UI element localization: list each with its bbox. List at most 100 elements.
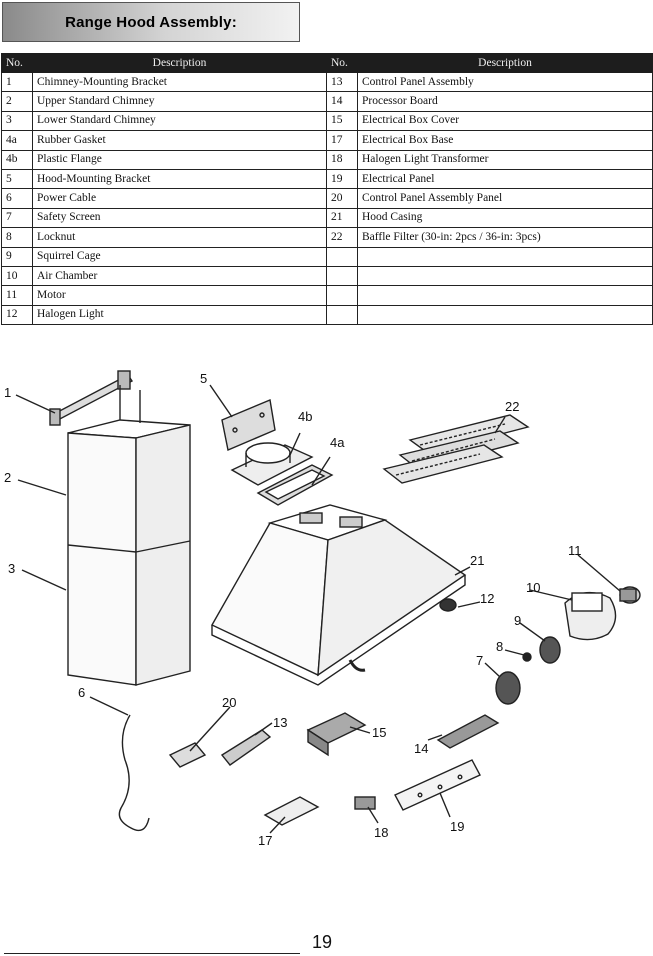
part-description: Lower Standard Chimney	[32, 110, 327, 132]
part-number: 18	[326, 149, 358, 170]
callout-7: 7	[476, 653, 483, 668]
rubber-gasket	[256, 464, 334, 506]
callout-9: 9	[514, 613, 521, 628]
part-number: 2	[1, 91, 33, 112]
hood-cable	[348, 659, 366, 672]
chimney-mounting-bracket	[49, 370, 134, 426]
part-description: Squirrel Cage	[32, 246, 327, 267]
part-description	[357, 285, 653, 306]
page-number: 19	[312, 932, 333, 952]
halogen-light-transformer	[354, 796, 376, 810]
footer-divider	[4, 953, 300, 954]
locknut	[522, 652, 532, 662]
callout-4a: 4a	[330, 435, 345, 450]
part-number: 20	[326, 188, 358, 209]
baffle-filters	[382, 414, 530, 484]
callout-10: 10	[526, 580, 540, 595]
part-number	[326, 265, 358, 287]
callout-8: 8	[496, 639, 503, 654]
hood-casing	[211, 504, 467, 686]
processor-board	[436, 714, 500, 749]
part-description: Safety Screen	[32, 207, 327, 229]
part-description: Hood-Mounting Bracket	[32, 168, 327, 190]
part-number: 3	[1, 110, 33, 132]
electrical-panel	[394, 759, 481, 811]
part-number	[326, 285, 358, 306]
callout-13: 13	[273, 715, 287, 730]
callout-17: 17	[258, 833, 272, 848]
part-number: 12	[1, 304, 33, 326]
callout-18: 18	[374, 825, 388, 840]
part-description: Halogen Light	[32, 304, 327, 326]
callout-15: 15	[372, 725, 386, 740]
part-number: 6	[1, 188, 33, 209]
header-no-left: No.	[1, 53, 33, 73]
callout-22: 22	[505, 399, 519, 414]
part-description: Upper Standard Chimney	[32, 91, 327, 112]
part-number: 5	[1, 168, 33, 190]
part-number: 4a	[1, 130, 33, 151]
plastic-flange	[230, 442, 314, 486]
part-description: Motor	[32, 285, 327, 306]
exploded-assembly-diagram: 1 2 3 5 4b 4a 22 21 12 11 10 9 8 7 6 20 …	[4, 370, 641, 848]
part-number: 22	[326, 227, 358, 248]
part-description: Control Panel Assembly Panel	[357, 188, 653, 209]
power-cable	[118, 714, 150, 832]
part-description: Power Cable	[32, 188, 327, 209]
table-header-row: No. Description No. Description	[1, 53, 653, 73]
header-description-left: Description	[32, 53, 327, 73]
part-description	[357, 265, 653, 287]
control-panel-assembly	[220, 729, 272, 766]
part-description: Locknut	[32, 227, 327, 248]
part-number: 15	[326, 110, 358, 132]
part-description: Processor Board	[357, 91, 653, 112]
squirrel-cage	[539, 636, 561, 664]
part-number: 21	[326, 207, 358, 229]
control-panel-assembly-panel	[168, 742, 207, 768]
part-number: 10	[1, 265, 33, 287]
part-description: Air Chamber	[32, 265, 327, 287]
callout-3: 3	[8, 561, 15, 576]
callout-1: 1	[4, 385, 11, 400]
part-description: Control Panel Assembly	[357, 71, 653, 93]
header-no-right: No.	[326, 53, 358, 73]
callout-5: 5	[200, 371, 207, 386]
callout-2: 2	[4, 470, 11, 485]
part-description: Electrical Panel	[357, 168, 653, 190]
part-description: Baffle Filter (30-in: 2pcs / 36-in: 3pcs…	[357, 227, 653, 248]
callout-11: 11	[568, 543, 582, 558]
hood-mounting-bracket	[221, 399, 276, 451]
electrical-box-base	[263, 796, 320, 826]
standard-chimney	[67, 385, 191, 686]
part-number: 11	[1, 285, 33, 306]
motor	[619, 586, 641, 604]
safety-screen	[495, 671, 521, 705]
part-number: 1	[1, 71, 33, 93]
part-number: 19	[326, 168, 358, 190]
part-description	[357, 304, 653, 326]
part-description: Hood Casing	[357, 207, 653, 229]
electrical-box-cover	[306, 712, 367, 757]
part-description: Chimney-Mounting Bracket	[32, 71, 327, 93]
air-chamber	[564, 591, 617, 641]
part-description: Plastic Flange	[32, 149, 327, 170]
callout-12: 12	[480, 591, 494, 606]
part-description: Halogen Light Transformer	[357, 149, 653, 170]
callout-4b: 4b	[298, 409, 312, 424]
part-description: Electrical Box Cover	[357, 110, 653, 132]
part-number: 13	[326, 71, 358, 93]
callout-20: 20	[222, 695, 236, 710]
part-number: 4b	[1, 149, 33, 170]
callout-14: 14	[414, 741, 428, 756]
